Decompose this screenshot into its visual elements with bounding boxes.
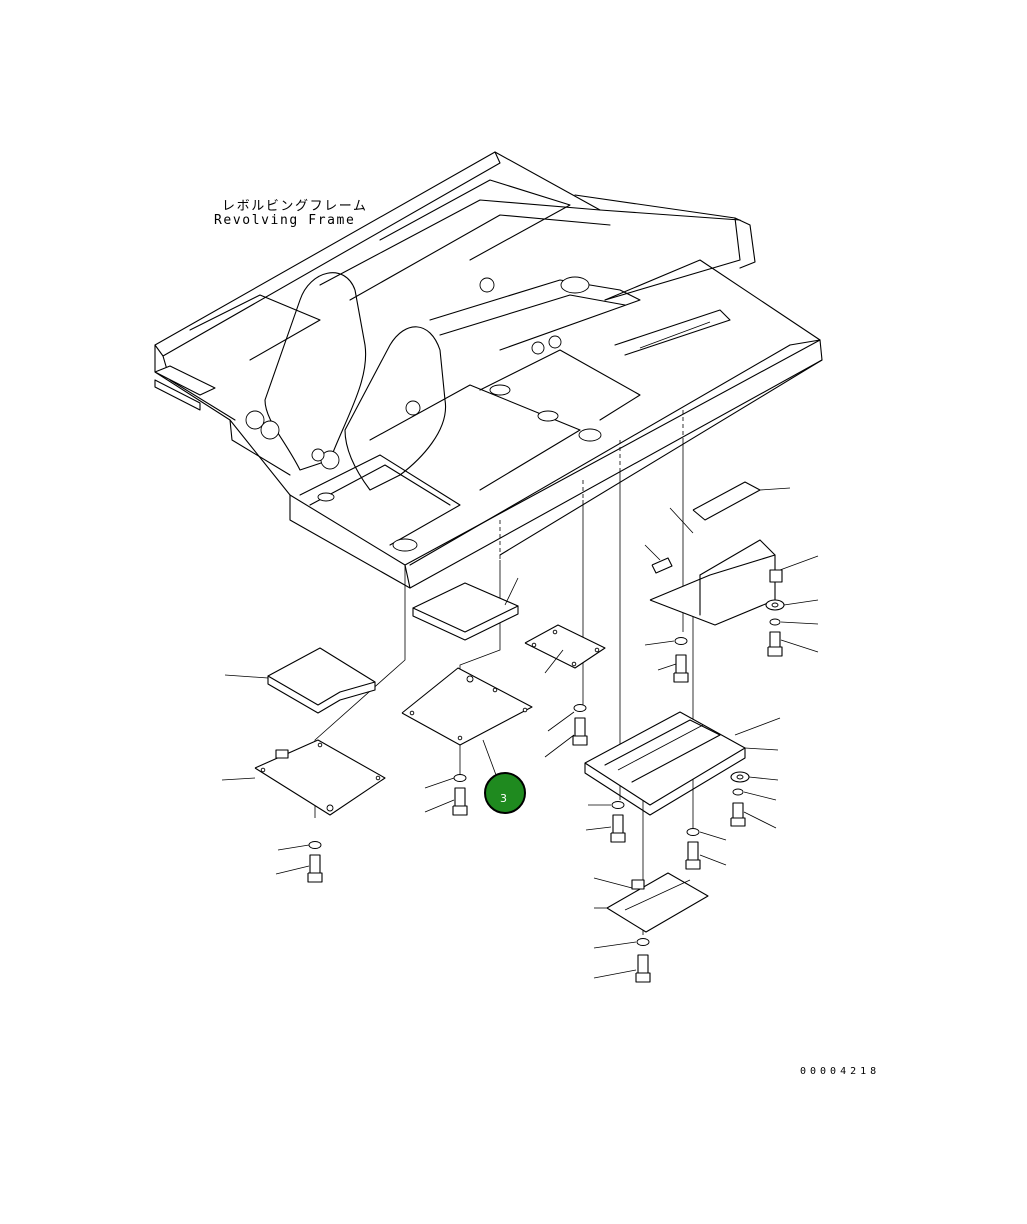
callout-3[interactable]: 3 [484,772,526,814]
callout-3-circle[interactable] [484,772,526,814]
undercover-center [401,667,533,746]
bolt-small-plate [572,717,588,746]
covers [254,481,783,933]
washer-center [453,774,467,782]
washer-right-1 [611,801,625,809]
small-cover-plate [524,624,606,669]
frame-label-japanese: レボルビングフレーム [222,199,368,214]
washer-left [308,841,322,849]
mount-lower [730,771,750,827]
washer-right-2 [686,828,700,836]
bolt-small [651,557,673,574]
washer-small-plate [573,704,587,712]
revolving-frame [154,151,823,589]
callout-leaders [221,487,819,979]
cover-pad-center [412,582,519,641]
mount-upper [765,599,785,657]
bolt-left [307,854,323,883]
hardware [307,599,785,983]
undercover-bottom [606,872,709,933]
bolt-right-1 [610,814,626,843]
frame-label-english: Revolving Frame [214,213,356,228]
undercover-left [254,739,386,816]
washer-box [674,637,688,645]
bolt-bottom [635,954,651,983]
bolt-right-2 [685,841,701,870]
bolt-box [673,654,689,683]
washer-bottom [636,938,650,946]
document-number: 00004218 [800,1066,881,1077]
undercover-right [584,711,746,806]
top-right-pad [692,481,761,521]
callout-3-number[interactable]: 3 [500,792,507,805]
cover-pad-left [267,647,376,714]
bolt-center [452,787,468,816]
